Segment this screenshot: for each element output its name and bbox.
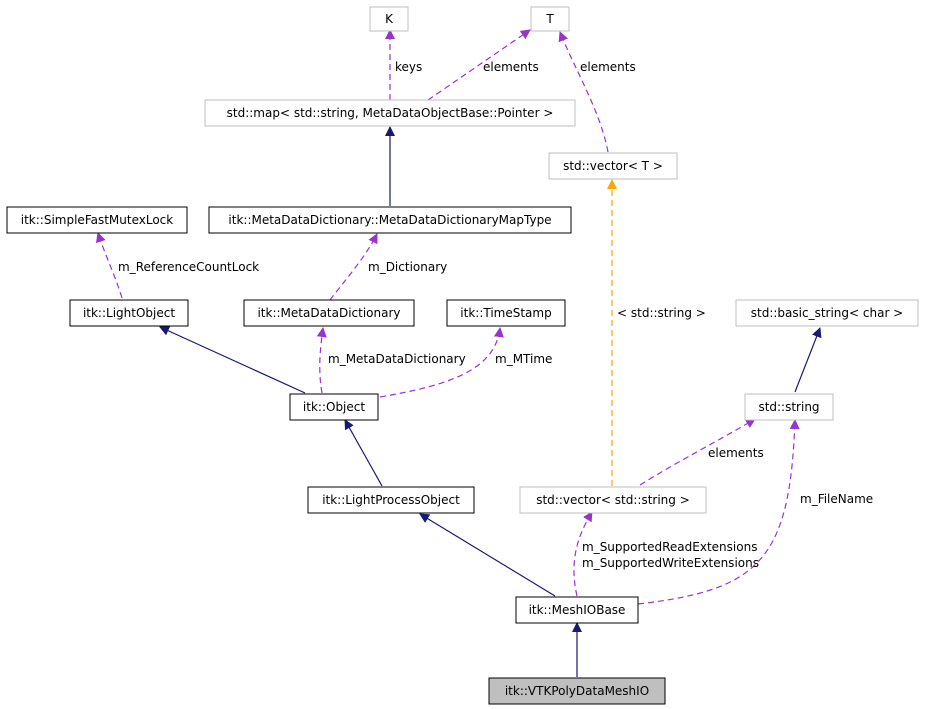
node-label: std::vector< std::string > xyxy=(536,493,690,507)
edge-labels: keys elements elements m_ReferenceCountL… xyxy=(118,60,873,570)
node-label: itk::LightObject xyxy=(83,306,175,320)
edge-meshio-to-vectorstring xyxy=(573,511,593,597)
edge-label-supported-read: m_SupportedReadExtensions xyxy=(582,540,757,554)
node-meta-data-dictionary[interactable]: itk::MetaDataDictionary xyxy=(243,299,415,327)
node-object[interactable]: itk::Object xyxy=(289,393,379,421)
edge-label-file-name: m_FileName xyxy=(800,492,873,506)
node-label: itk::LightProcessObject xyxy=(322,493,460,507)
edge-label-m-time: m_MTime xyxy=(495,352,552,366)
node-label: itk::Object xyxy=(303,400,365,414)
node-label: itk::MetaDataDictionary::MetaDataDiction… xyxy=(228,213,551,227)
edge-label-string-elements: elements xyxy=(708,446,764,460)
edge-label-meta-data-dictionary: m_MetaDataDictionary xyxy=(328,352,466,366)
node-label: K xyxy=(385,12,394,26)
edge-vectorT-to-T xyxy=(558,31,609,153)
node-K[interactable]: K xyxy=(369,6,409,32)
node-label: std::map< std::string, MetaDataObjectBas… xyxy=(227,106,554,120)
node-meta-data-dictionary-map-type[interactable]: itk::MetaDataDictionary::MetaDataDiction… xyxy=(208,206,572,234)
nodes: K T std::map< std::string, MetaDataObjec… xyxy=(6,6,919,705)
node-label: std::basic_string< char > xyxy=(751,306,904,320)
edge-label-vectorT-elements: elements xyxy=(580,60,636,74)
edge-label-keys: keys xyxy=(395,60,422,74)
node-label: itk::MeshIOBase xyxy=(529,603,626,617)
node-label: itk::TimeStamp xyxy=(460,306,551,320)
node-mesh-io-base[interactable]: itk::MeshIOBase xyxy=(515,596,639,624)
node-light-object[interactable]: itk::LightObject xyxy=(69,299,189,327)
node-light-process-object[interactable]: itk::LightProcessObject xyxy=(307,486,475,514)
node-label: std::string xyxy=(758,400,819,414)
node-std-string[interactable]: std::string xyxy=(744,393,834,421)
edge-object-to-timestamp xyxy=(379,327,504,398)
node-label: itk::SimpleFastMutexLock xyxy=(21,213,174,227)
edge-vectorstring-to-stdstring xyxy=(639,418,756,486)
edge-label-reference-count-lock: m_ReferenceCountLock xyxy=(118,260,259,274)
edge-label-supported-write: m_SupportedWriteExtensions xyxy=(582,556,759,570)
edge-map-to-T xyxy=(427,29,531,101)
node-T[interactable]: T xyxy=(530,6,570,32)
node-vector-string[interactable]: std::vector< std::string > xyxy=(519,486,707,514)
node-label: T xyxy=(545,12,554,26)
node-basic-string[interactable]: std::basic_string< char > xyxy=(735,299,919,327)
node-vtk-poly-data-mesh-io[interactable]: itk::VTKPolyDataMeshIO xyxy=(488,677,666,705)
edge-label-template-arg: < std::string > xyxy=(617,306,706,320)
edge-meshio-to-lpo xyxy=(419,513,556,597)
edge-meshio-to-stdstring xyxy=(637,419,800,605)
edges xyxy=(95,29,822,677)
edge-object-to-dictionary xyxy=(316,327,327,394)
edge-label-map-elements: elements xyxy=(483,60,539,74)
node-label: itk::VTKPolyDataMeshIO xyxy=(505,684,649,698)
edge-lpo-to-object xyxy=(344,419,383,487)
edge-dictionary-to-maptype xyxy=(329,233,378,301)
node-label: std::vector< T > xyxy=(563,159,663,173)
node-std-vector-T[interactable]: std::vector< T > xyxy=(548,152,678,180)
edge-label-dictionary: m_Dictionary xyxy=(368,260,447,274)
edge-object-to-lightobject xyxy=(159,326,306,394)
node-simple-fast-mutex-lock[interactable]: itk::SimpleFastMutexLock xyxy=(6,206,188,234)
edge-stdstring-to-basicstring xyxy=(794,327,822,393)
node-label: itk::MetaDataDictionary xyxy=(257,306,400,320)
edge-lightobject-to-mutex xyxy=(95,232,123,299)
node-std-map[interactable]: std::map< std::string, MetaDataObjectBas… xyxy=(204,99,576,127)
node-time-stamp[interactable]: itk::TimeStamp xyxy=(446,299,566,327)
